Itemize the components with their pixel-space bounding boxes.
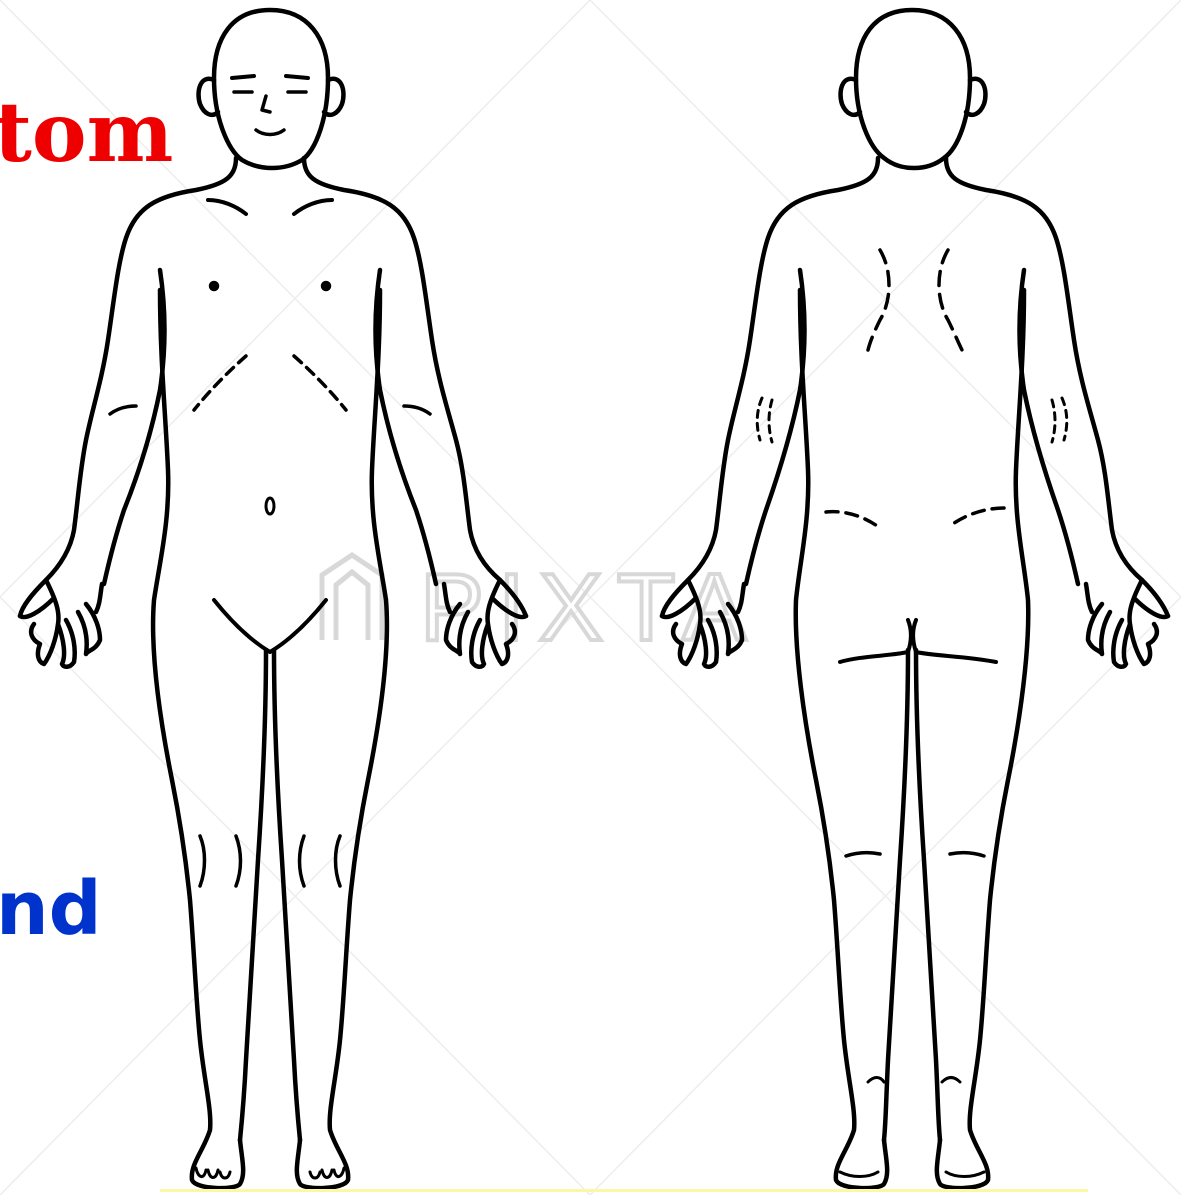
back-ankle-right bbox=[942, 1078, 960, 1083]
cropped-title-fragment: tom bbox=[0, 92, 173, 174]
back-leg-right-inner bbox=[916, 650, 940, 1140]
back-heel-left bbox=[840, 1172, 878, 1177]
front-elbow-left bbox=[110, 406, 136, 414]
back-scapula-left bbox=[868, 250, 889, 350]
front-torso-right bbox=[304, 158, 526, 616]
front-navel bbox=[266, 498, 274, 514]
back-knee-right bbox=[950, 853, 984, 856]
back-torso-right bbox=[946, 158, 1168, 616]
front-ribs-left bbox=[194, 356, 246, 410]
front-leg-right-inner bbox=[274, 650, 300, 1140]
front-elbow-right bbox=[404, 406, 430, 414]
back-scapula-right bbox=[939, 250, 962, 350]
front-mouth bbox=[256, 130, 284, 135]
front-ribs-right bbox=[294, 356, 346, 410]
back-head bbox=[856, 10, 970, 168]
back-gluteal-left bbox=[826, 512, 880, 528]
front-clavicle-right bbox=[294, 200, 332, 214]
back-leg-left-outer bbox=[796, 290, 887, 1188]
front-nose bbox=[262, 96, 270, 112]
front-toes-right bbox=[310, 1168, 344, 1178]
front-leg-left-inner bbox=[240, 650, 266, 1140]
back-ankle-left bbox=[868, 1078, 884, 1083]
front-brow-right bbox=[286, 76, 308, 78]
front-groin bbox=[214, 600, 326, 652]
back-heel-right bbox=[946, 1172, 984, 1177]
back-leg-right-outer bbox=[937, 290, 1028, 1188]
cropped-subtitle-fragment: nd bbox=[0, 872, 102, 946]
back-body-outline bbox=[662, 10, 1168, 1188]
back-elbow-left bbox=[757, 398, 772, 442]
front-knee-right-a bbox=[300, 836, 305, 886]
front-leg-left-outer bbox=[153, 290, 243, 1188]
front-knee-left-b bbox=[236, 836, 241, 886]
back-knee-left bbox=[846, 853, 880, 856]
front-nipple-left bbox=[211, 283, 217, 289]
front-nipple-right bbox=[323, 283, 329, 289]
front-body-outline bbox=[20, 10, 526, 1188]
front-torso-left bbox=[20, 158, 236, 616]
front-head bbox=[214, 10, 328, 168]
front-clavicle-left bbox=[208, 200, 246, 214]
front-knee-right-b bbox=[336, 836, 341, 886]
front-leg-right-outer bbox=[297, 290, 387, 1188]
front-toes-left bbox=[196, 1168, 230, 1178]
front-knee-left-a bbox=[200, 836, 205, 886]
back-gluteal-right bbox=[950, 508, 1004, 526]
back-torso-left bbox=[662, 158, 878, 616]
back-leg-left-inner bbox=[884, 650, 908, 1140]
yellow-underline-bar bbox=[160, 1189, 1088, 1192]
front-brow-left bbox=[232, 76, 254, 78]
back-elbow-right bbox=[1052, 398, 1067, 442]
